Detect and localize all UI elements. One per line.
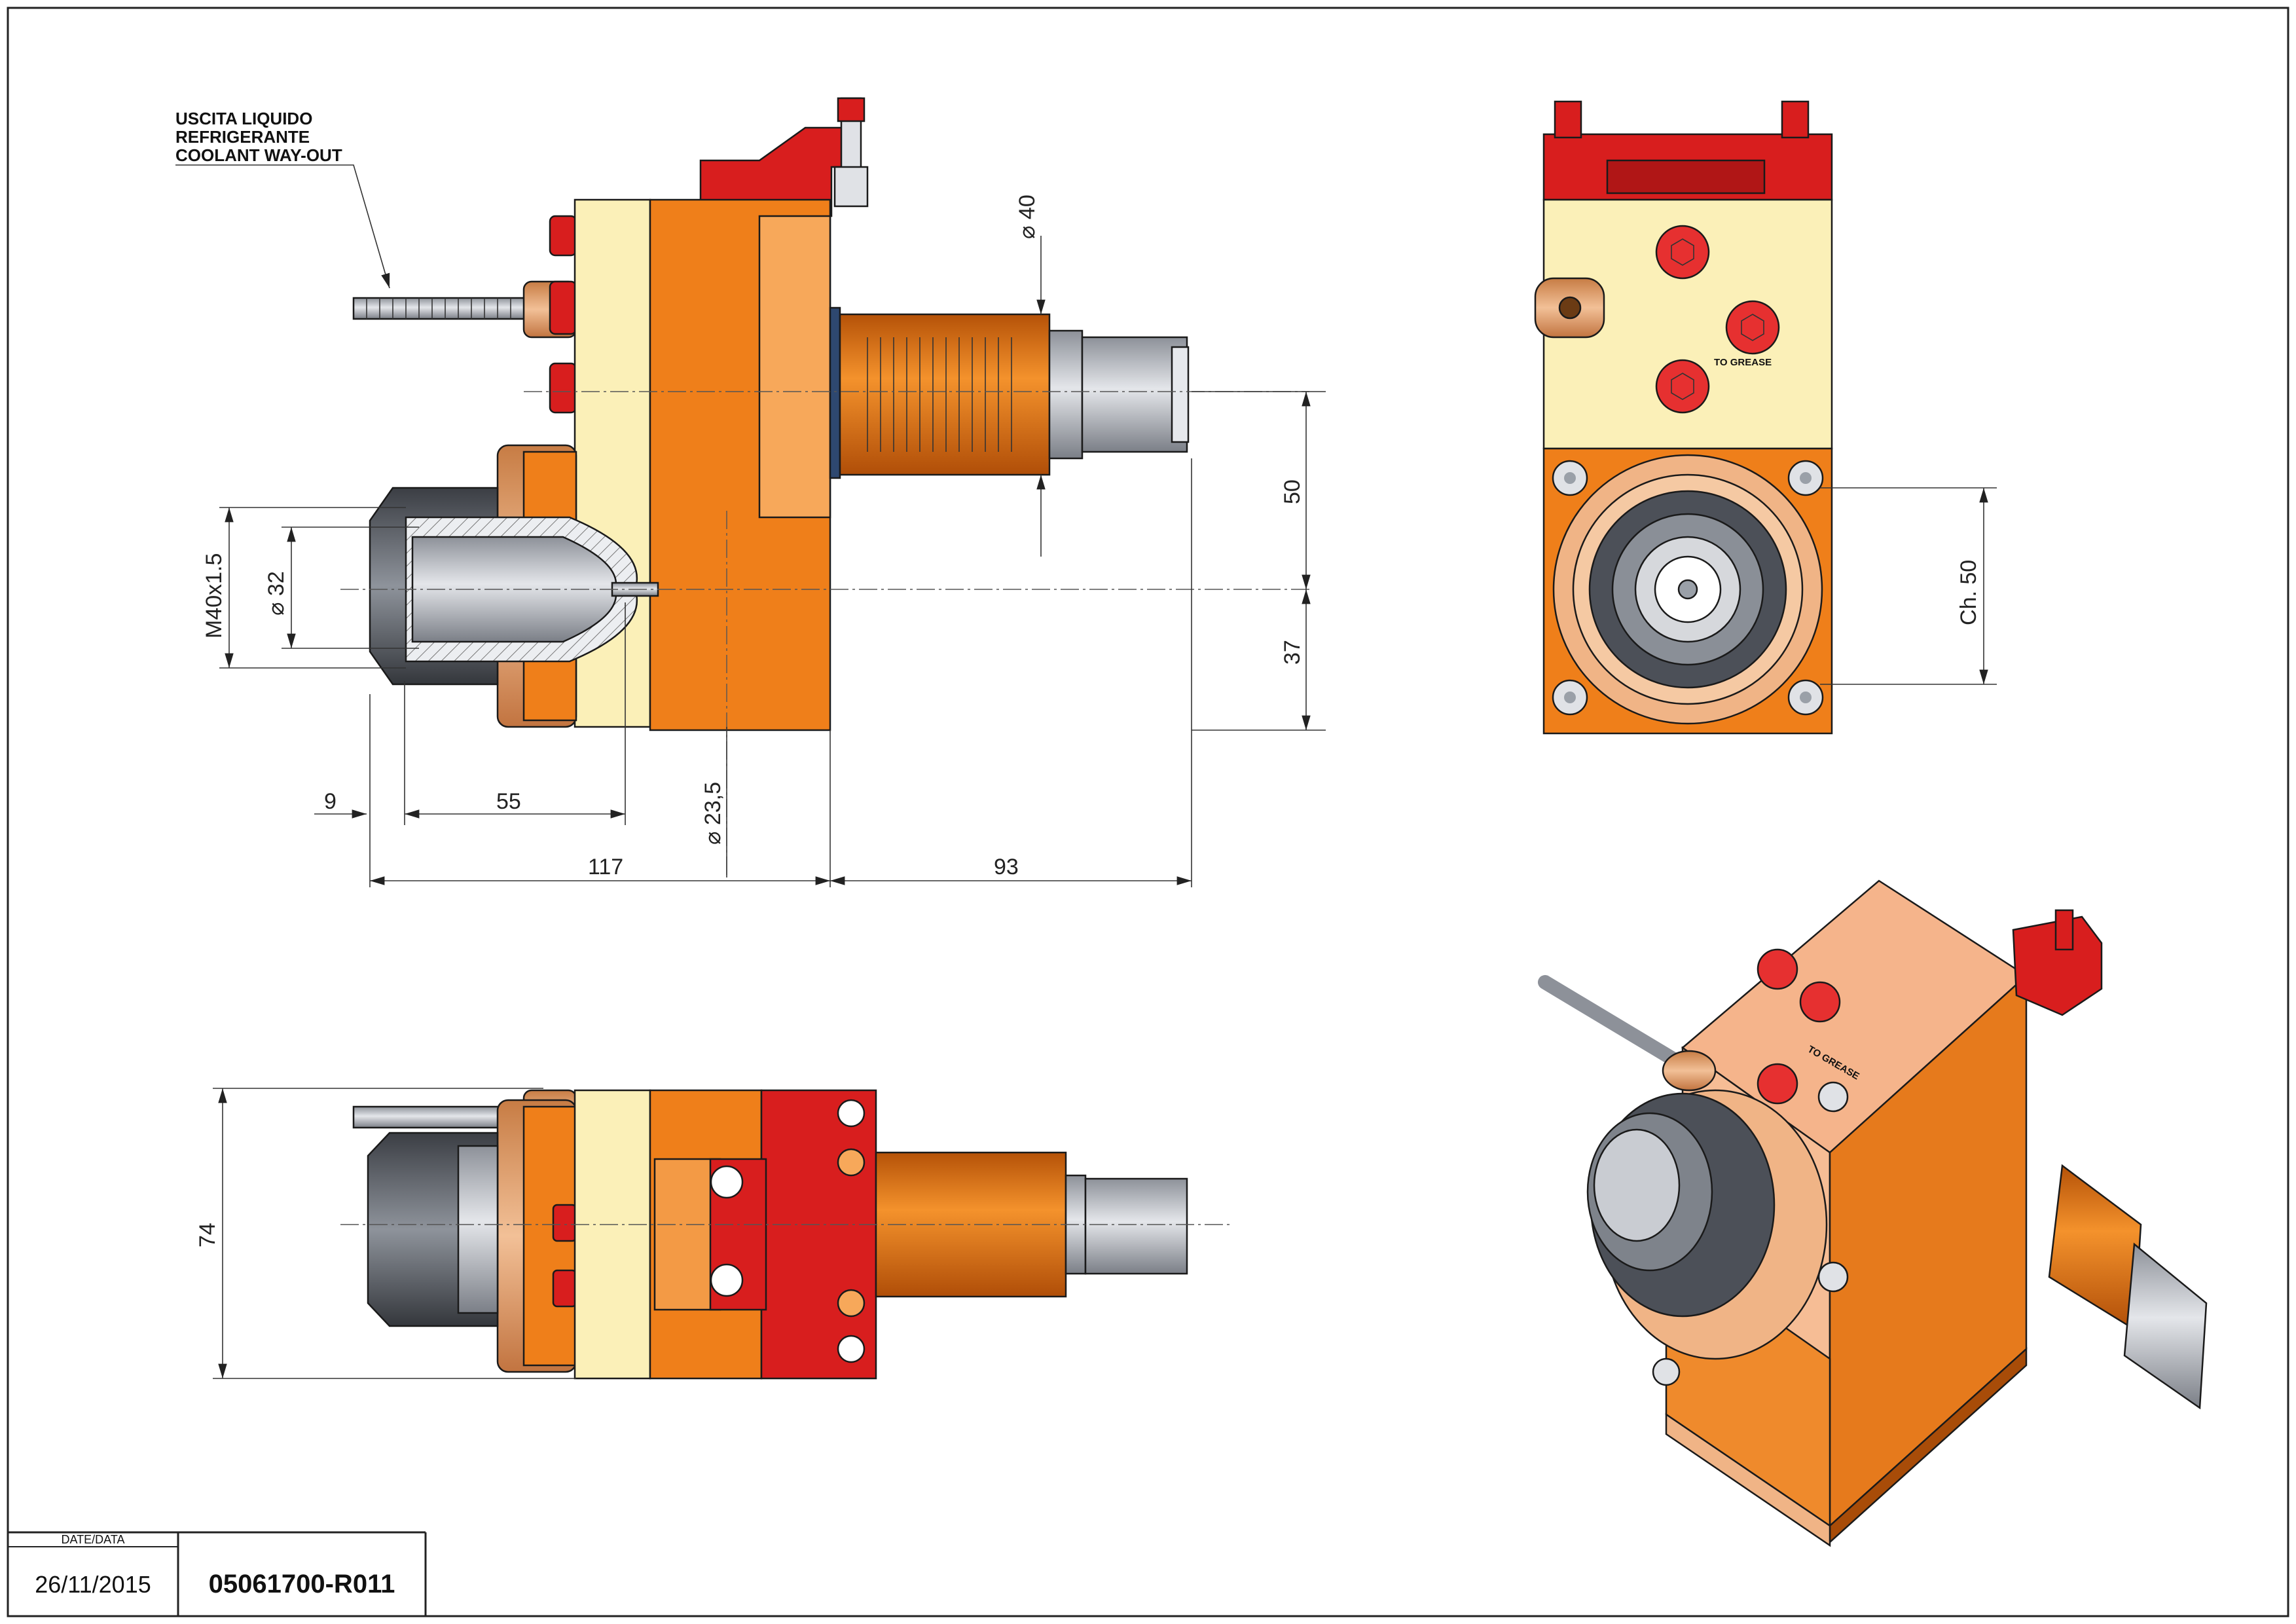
top-clamp-block: [760, 1089, 877, 1380]
drawing-code: 05061700-R011: [209, 1570, 395, 1598]
top-cream-flange: [574, 1089, 651, 1380]
grease-plug-1: [549, 215, 577, 257]
grease-plug-2: [549, 280, 577, 335]
dim-ch50: Ch. 50: [1956, 560, 1981, 625]
shank: [839, 313, 1051, 476]
dim-m40: M40x1.5: [202, 553, 227, 638]
side-plug-3: [1655, 359, 1710, 414]
shank-ring: [829, 306, 841, 479]
coolant-label-1: USCITA LIQUIDO: [175, 109, 312, 128]
coolant-label-3: COOLANT WAY-OUT: [175, 145, 342, 165]
svg-text:⌀ 40: ⌀ 40: [1015, 194, 1040, 239]
front-view: [340, 97, 1309, 877]
dim-v74: 74: [195, 1223, 220, 1247]
svg-text:⌀ 32: ⌀ 32: [264, 571, 289, 616]
sheet-border: [7, 7, 2289, 1617]
dim-d23-5: 23,5: [701, 782, 725, 825]
title-block: DATE/DATA 26/11/2015 05061700-R011: [8, 1531, 427, 1616]
dim-v37: 37: [1280, 640, 1305, 665]
dim-d32: 32: [264, 571, 289, 596]
coolant-label-2: REFRIGERANTE: [175, 127, 310, 147]
isometric-view: TO GREASE: [1538, 879, 2208, 1547]
iso-clamp: [2012, 915, 2103, 1016]
dim-h9: 9: [324, 789, 337, 814]
shank-tip: [1081, 336, 1188, 453]
top-view: 74: [195, 1088, 1231, 1380]
date-label: DATE/DATA: [61, 1533, 124, 1546]
side-clamp-screw-right: [1781, 100, 1810, 139]
dim-h117: 117: [588, 855, 623, 879]
top-shank-tip: [1084, 1177, 1188, 1275]
coolant-pipe: [352, 297, 535, 320]
shank-end: [1048, 329, 1084, 460]
svg-text:⌀ 23,5: ⌀ 23,5: [701, 782, 725, 845]
side-clamp-screw-left: [1554, 100, 1582, 139]
dim-d40: 40: [1015, 194, 1040, 219]
coolant-annotation: USCITA LIQUIDO REFRIGERANTE COOLANT WAY-…: [175, 109, 390, 289]
dim-v50: 50: [1280, 479, 1305, 504]
side-plug-1: [1655, 225, 1710, 280]
to-grease-label: TO GREASE: [1714, 357, 1772, 368]
front-dimensions: ⌀ 40 50 37 M40x1.5 ⌀ 32 ⌀ 23,5 9 55: [202, 194, 1326, 887]
drawing-date: 26/11/2015: [35, 1571, 151, 1598]
grease-plug-3: [549, 362, 577, 414]
iso-coolant-pipe: [1538, 975, 1683, 1068]
side-plug-2: [1725, 300, 1780, 355]
dim-h93: 93: [994, 855, 1019, 879]
iso-shank: [2048, 1164, 2142, 1331]
dim-h55: 55: [496, 789, 521, 814]
side-view: TO GREASE Ch. 50: [1534, 100, 1997, 735]
